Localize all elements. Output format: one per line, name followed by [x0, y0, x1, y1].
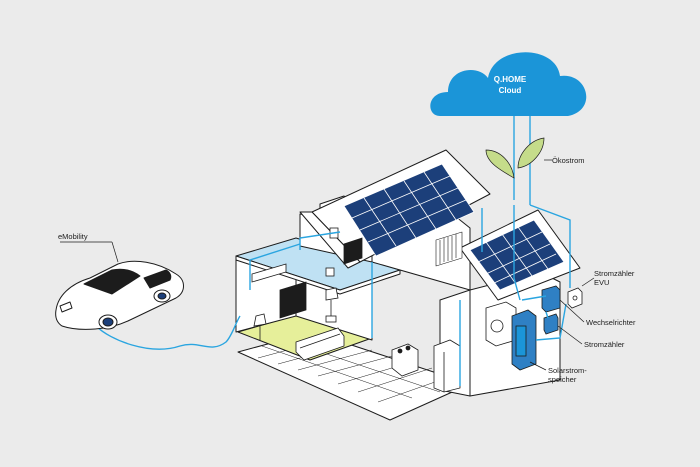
cloud-title: Q.HOME — [494, 75, 527, 84]
label-stromzaehler-evu: Stromzähler — [594, 269, 635, 278]
fridge — [433, 339, 461, 393]
meter-icon — [543, 313, 559, 335]
cloud-icon — [430, 52, 587, 116]
label-emobility: eMobility — [58, 232, 88, 241]
label-stromzaehler: Stromzähler — [584, 340, 625, 349]
tv — [279, 281, 307, 319]
solar-panel-icon — [343, 163, 475, 257]
inverter-icon — [541, 285, 561, 313]
label-stromzaehler-evu-line2: EVU — [594, 278, 609, 287]
leaf-icon — [485, 137, 545, 179]
roof-vent — [435, 231, 463, 267]
interior — [251, 227, 517, 393]
battery-storage-icon — [511, 309, 537, 371]
label-solarspeicher-line2: speicher — [548, 375, 577, 384]
label-oekostrom: Ökostrom — [552, 156, 585, 165]
evu-meter-icon — [567, 287, 583, 309]
stove — [391, 343, 419, 377]
car-icon — [55, 260, 184, 330]
annex-solar-panel — [469, 219, 565, 291]
cloud-subtitle: Cloud — [499, 86, 522, 95]
lamp — [253, 313, 267, 327]
air-conditioner — [251, 263, 287, 283]
sofa — [295, 327, 345, 361]
label-solarspeicher: Solarstrom- — [548, 366, 587, 375]
energy-cables — [95, 204, 571, 386]
label-wechselrichter: Wechselrichter — [586, 318, 636, 327]
